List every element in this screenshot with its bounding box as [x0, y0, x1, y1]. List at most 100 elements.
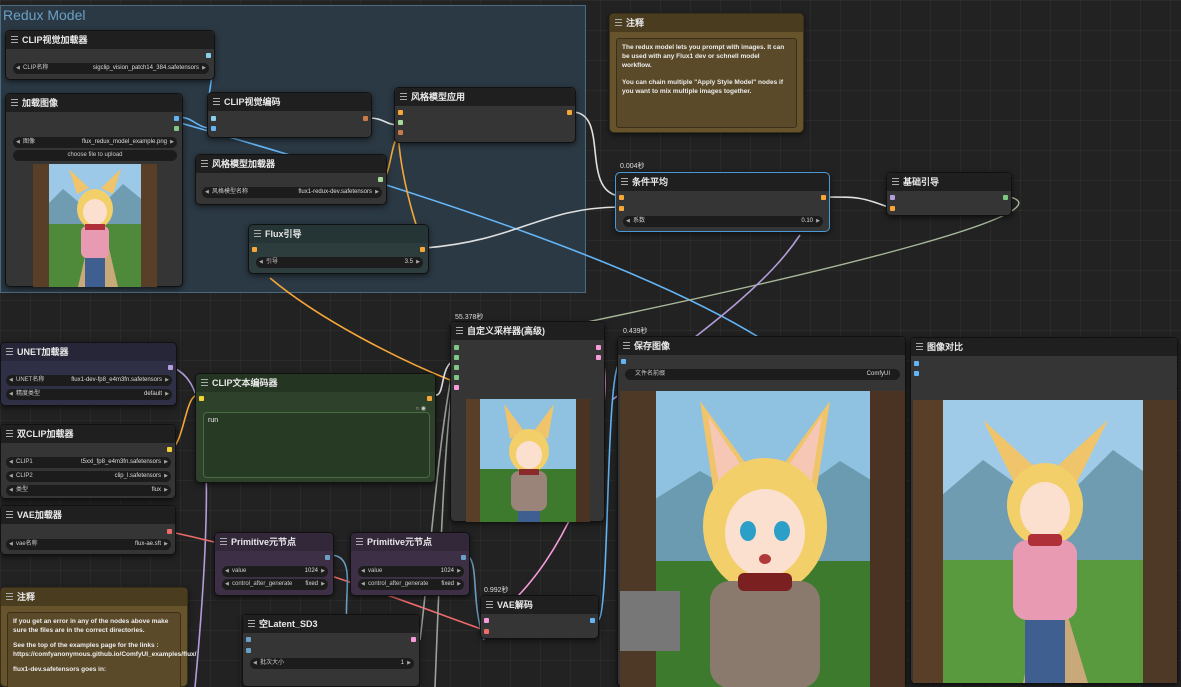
node-note-bottom[interactable]: 注释 If you get an error in any of the nod…: [0, 587, 196, 687]
toggle-icon[interactable]: ○ ◉: [415, 406, 426, 412]
arrow-right-icon[interactable]: ▶: [457, 581, 461, 587]
arrow-right-icon[interactable]: ▶: [165, 391, 169, 397]
node-title[interactable]: CLIP视觉加载器: [6, 31, 214, 49]
output-slot[interactable]: [411, 637, 416, 642]
clip-name-widget[interactable]: ◀ CLIP名称 sigclip_vision_patch14_384.safe…: [13, 63, 209, 74]
arrow-right-icon[interactable]: ▶: [457, 568, 461, 574]
node-conditioning-average[interactable]: 条件平均 ◀ 系数 0.10 ▶: [615, 172, 830, 232]
output-slot[interactable]: [168, 365, 173, 370]
node-title[interactable]: 自定义采样器(高级): [451, 322, 604, 340]
input-slot-height[interactable]: [246, 648, 251, 653]
output-slot[interactable]: [461, 555, 466, 560]
menu-icon[interactable]: [356, 538, 363, 546]
output-slot-output[interactable]: [596, 345, 601, 350]
prompt-textarea[interactable]: run: [203, 412, 430, 478]
input-slot-model[interactable]: [890, 195, 895, 200]
node-title[interactable]: 双CLIP加载器: [1, 425, 175, 443]
image-select-widget[interactable]: ◀ 图像 flux_redux_model_example.png ▶: [13, 137, 177, 148]
input-slot-sigmas[interactable]: [454, 375, 459, 380]
node-title[interactable]: 空Latent_SD3: [243, 615, 419, 633]
node-style-model-loader[interactable]: 风格模型加载器 ◀ 风格模型名称 flux1-redux-dev.safeten…: [195, 154, 387, 205]
arrow-left-icon[interactable]: ◀: [361, 581, 365, 587]
arrow-right-icon[interactable]: ▶: [164, 459, 168, 465]
control-after-generate-widget[interactable]: ◀ control_after_generate fixed ▶: [222, 579, 328, 590]
node-clip-vision-loader[interactable]: CLIP视觉加载器 ◀ CLIP名称 sigclip_vision_patch1…: [5, 30, 215, 80]
node-title[interactable]: 注释: [610, 14, 803, 32]
input-slot-image-a[interactable]: [914, 361, 919, 366]
note-text[interactable]: The redux model lets you prompt with ima…: [616, 38, 797, 128]
node-primitive-1[interactable]: Primitive元节点 ◀ value 1024 ▶ ◀ control_af…: [214, 532, 334, 596]
clip1-widget[interactable]: ◀ CLIP1 t5xxl_fp8_e4m3fn.safetensors ▶: [6, 457, 171, 468]
menu-icon[interactable]: [11, 99, 18, 107]
node-title[interactable]: CLIP视觉编码: [208, 93, 371, 111]
input-slot-from[interactable]: [619, 206, 624, 211]
node-title[interactable]: VAE解码: [481, 596, 598, 614]
input-slot-clip-vision[interactable]: [211, 116, 216, 121]
node-save-image[interactable]: 保存图像 文件名前缀 ComfyUI: [617, 336, 906, 687]
control-after-generate-widget[interactable]: ◀ control_after_generate fixed ▶: [358, 579, 464, 590]
node-title[interactable]: 风格模型应用: [395, 88, 575, 106]
arrow-left-icon[interactable]: ◀: [259, 259, 263, 265]
node-image-compare[interactable]: 图像对比: [910, 337, 1178, 684]
output-slot-mask[interactable]: [174, 126, 179, 131]
input-slot[interactable]: [252, 247, 257, 252]
input-slot-width[interactable]: [246, 637, 251, 642]
output-slot[interactable]: [420, 247, 425, 252]
upload-button[interactable]: choose file to upload: [13, 150, 177, 161]
arrow-left-icon[interactable]: ◀: [361, 568, 365, 574]
output-slot[interactable]: [167, 529, 172, 534]
menu-icon[interactable]: [254, 230, 261, 238]
arrow-left-icon[interactable]: ◀: [9, 391, 13, 397]
arrow-left-icon[interactable]: ◀: [225, 581, 229, 587]
clip2-widget[interactable]: ◀ CLIP2 clip_l.safetensors ▶: [6, 471, 171, 482]
node-title[interactable]: VAE加载器: [1, 506, 175, 524]
arrow-right-icon[interactable]: ▶: [375, 189, 379, 195]
arrow-left-icon[interactable]: ◀: [16, 139, 20, 145]
output-slot[interactable]: [590, 618, 595, 623]
menu-icon[interactable]: [892, 178, 899, 186]
arrow-left-icon[interactable]: ◀: [9, 487, 13, 493]
node-title[interactable]: Primitive元节点: [351, 533, 469, 551]
input-slot-conditioning[interactable]: [890, 206, 895, 211]
node-title[interactable]: Flux引导: [249, 225, 428, 243]
menu-icon[interactable]: [6, 430, 13, 438]
node-load-image[interactable]: 加载图像 ◀ 图像 flux_redux_model_example.png ▶…: [5, 93, 183, 287]
node-note-top[interactable]: 注释 The redux model lets you prompt with …: [609, 13, 804, 133]
unet-name-widget[interactable]: ◀ UNET名称 flux1-dev-fp8_e4m3fn.safetensor…: [6, 375, 172, 386]
input-slot-samples[interactable]: [484, 618, 489, 623]
input-slot-noise[interactable]: [454, 345, 459, 350]
node-title[interactable]: 条件平均: [616, 173, 829, 191]
node-title[interactable]: UNET加载器: [1, 343, 176, 361]
arrow-left-icon[interactable]: ◀: [253, 660, 257, 666]
vae-name-widget[interactable]: ◀ vae名称 flux-ae.sft ▶: [6, 539, 171, 550]
node-dual-clip-loader[interactable]: 双CLIP加载器 ◀ CLIP1 t5xxl_fp8_e4m3fn.safete…: [0, 424, 176, 499]
node-clip-text-encode[interactable]: CLIP文本编码器 ○ ◉ run: [195, 373, 436, 483]
node-title[interactable]: Primitive元节点: [215, 533, 333, 551]
arrow-right-icon[interactable]: ▶: [164, 473, 168, 479]
arrow-left-icon[interactable]: ◀: [9, 541, 13, 547]
node-custom-sampler[interactable]: 自定义采样器(高级): [450, 321, 605, 522]
arrow-right-icon[interactable]: ▶: [416, 259, 420, 265]
arrow-right-icon[interactable]: ▶: [164, 541, 168, 547]
guidance-widget[interactable]: ◀ 引导 3.5 ▶: [256, 257, 423, 268]
menu-icon[interactable]: [623, 342, 630, 350]
menu-icon[interactable]: [201, 379, 208, 387]
arrow-right-icon[interactable]: ▶: [321, 581, 325, 587]
node-title[interactable]: 基础引导: [887, 173, 1011, 191]
value-widget[interactable]: ◀ value 1024 ▶: [358, 566, 464, 577]
arrow-right-icon[interactable]: ▶: [816, 218, 820, 224]
output-slot-image[interactable]: [174, 116, 179, 121]
node-basic-guider[interactable]: 基础引导: [886, 172, 1012, 216]
output-slot[interactable]: [567, 110, 572, 115]
arrow-left-icon[interactable]: ◀: [9, 377, 13, 383]
node-primitive-2[interactable]: Primitive元节点 ◀ value 1024 ▶ ◀ control_af…: [350, 532, 470, 596]
menu-icon[interactable]: [400, 93, 407, 101]
input-slot-clip-vision-output[interactable]: [398, 130, 403, 135]
node-vae-loader[interactable]: VAE加载器 ◀ vae名称 flux-ae.sft ▶: [0, 505, 176, 555]
node-title[interactable]: 图像对比: [911, 338, 1177, 356]
input-slot-to[interactable]: [619, 195, 624, 200]
node-flux-guidance[interactable]: Flux引导 ◀ 引导 3.5 ▶: [248, 224, 429, 274]
output-slot[interactable]: [821, 195, 826, 200]
note-text[interactable]: If you get an error in any of the nodes …: [7, 612, 196, 687]
output-slot[interactable]: [325, 555, 330, 560]
